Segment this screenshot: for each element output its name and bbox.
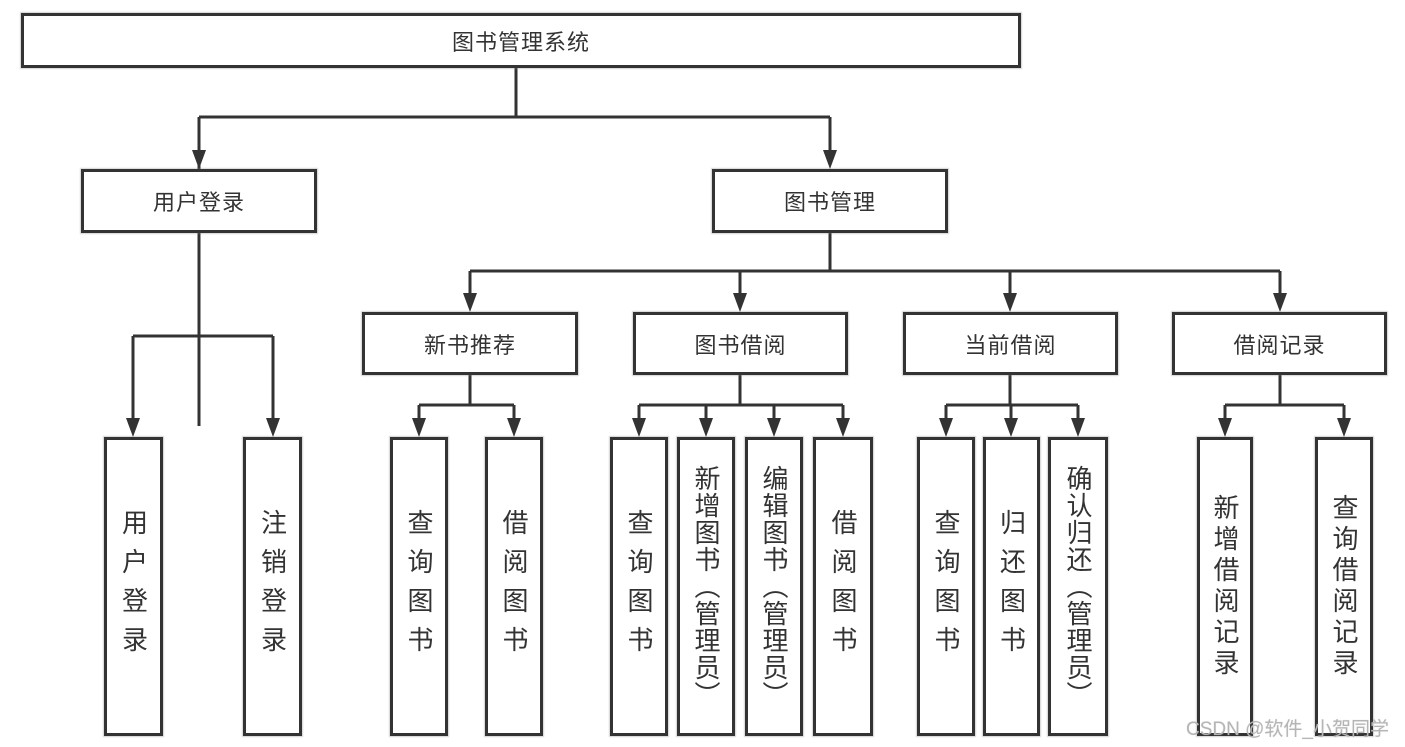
node-leaf-edit-book-admin-label: 编辑图书（管理员）	[759, 465, 789, 708]
node-current-borrowing-label: 当前借阅	[964, 332, 1057, 358]
node-book-management-label: 图书管理	[783, 190, 876, 215]
node-leaf-query-books-1: 查询图书	[390, 437, 448, 736]
node-leaf-add-book-admin: 新增图书（管理员）	[677, 437, 735, 736]
node-user-login-label: 用户登录	[152, 190, 245, 215]
node-user-login: 用户登录	[81, 169, 317, 233]
connector-root-to-level2	[197, 68, 832, 426]
node-leaf-query-books-2: 查询图书	[610, 437, 668, 736]
node-leaf-return-book-label: 归还图书	[996, 508, 1027, 665]
node-book-borrowing: 图书借阅	[633, 312, 848, 375]
watermark: CSDN @软件_小贺同学	[1186, 719, 1389, 740]
node-leaf-query-borrow-record: 查询借阅记录	[1315, 437, 1373, 736]
connector-current-borrow-to-leaves	[944, 375, 1080, 426]
node-leaf-add-borrow-record-label: 新增借阅记录	[1210, 493, 1240, 680]
node-borrowing-records-label: 借阅记录	[1233, 332, 1326, 358]
connector-new-book-rec-to-leaves	[417, 375, 516, 426]
node-root: 图书管理系统	[21, 13, 1021, 68]
arrowheads	[126, 150, 1351, 437]
node-book-management: 图书管理	[712, 169, 948, 233]
node-leaf-user-login: 用户登录	[104, 437, 163, 736]
node-leaf-logout-label: 注销登录	[257, 508, 288, 665]
node-leaf-borrow-books-2: 借阅图书	[813, 437, 873, 736]
node-leaf-query-books-2-label: 查询图书	[624, 508, 654, 665]
node-leaf-add-book-admin-label: 新增图书（管理员）	[691, 465, 721, 708]
node-current-borrowing: 当前借阅	[903, 312, 1118, 375]
node-leaf-add-borrow-record: 新增借阅记录	[1197, 437, 1253, 736]
node-leaf-query-books-3: 查询图书	[917, 437, 975, 736]
node-leaf-user-login-label: 用户登录	[118, 508, 149, 665]
node-leaf-confirm-return-admin: 确认归还（管理员）	[1048, 437, 1108, 736]
node-leaf-query-books-3-label: 查询图书	[931, 508, 961, 665]
connector-borrow-records-to-leaves	[1223, 375, 1346, 426]
node-new-book-recommend-label: 新书推荐	[423, 332, 516, 358]
node-leaf-borrow-books-1: 借阅图书	[485, 437, 543, 736]
node-leaf-query-books-1-label: 查询图书	[404, 508, 434, 665]
node-book-borrowing-label: 图书借阅	[694, 332, 787, 358]
node-root-label: 图书管理系统	[451, 29, 590, 55]
node-leaf-edit-book-admin: 编辑图书（管理员）	[745, 437, 803, 736]
node-leaf-return-book: 归还图书	[983, 437, 1040, 736]
node-leaf-logout: 注销登录	[243, 437, 302, 736]
node-borrowing-records: 借阅记录	[1172, 312, 1387, 375]
node-leaf-query-borrow-record-label: 查询借阅记录	[1329, 493, 1359, 680]
connector-book-mgmt-to-level3	[468, 233, 1282, 300]
node-new-book-recommend: 新书推荐	[362, 312, 578, 375]
connector-book-borrow-to-leaves	[637, 375, 845, 426]
node-leaf-confirm-return-admin-label: 确认归还（管理员）	[1063, 465, 1093, 708]
connector-user-login-to-leaves	[131, 233, 275, 426]
node-leaf-borrow-books-1-label: 借阅图书	[499, 508, 529, 665]
node-leaf-borrow-books-2-label: 借阅图书	[828, 508, 858, 665]
